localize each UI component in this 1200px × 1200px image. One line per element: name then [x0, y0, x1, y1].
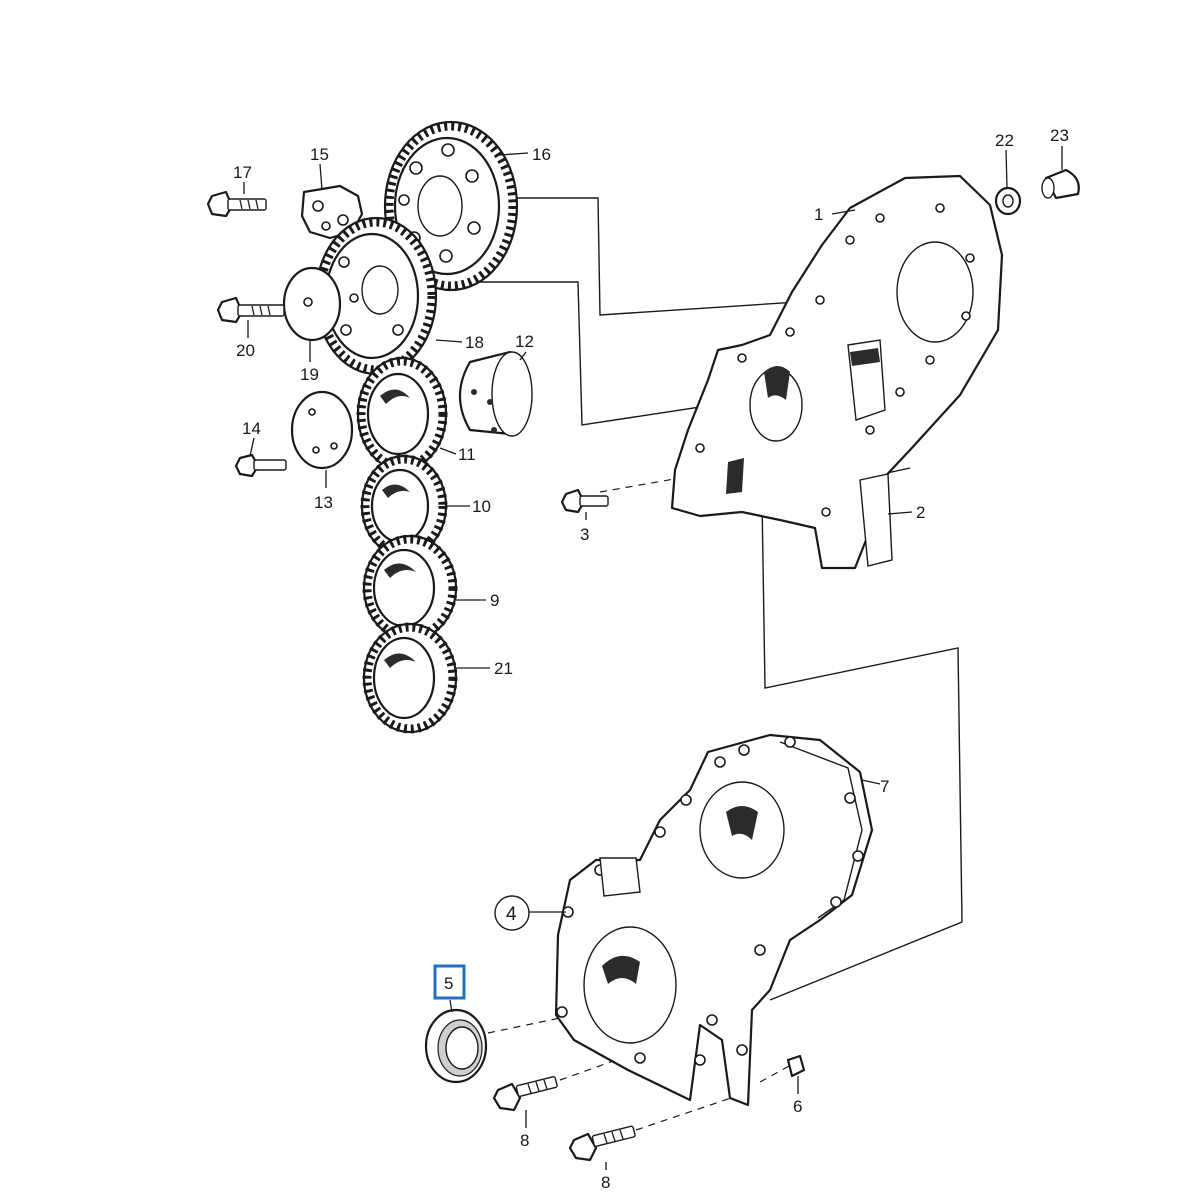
assembly-line-seal5 [487, 1017, 561, 1034]
plug-23 [1041, 168, 1080, 200]
bolt-3 [560, 488, 609, 514]
label-circle-part-4 [494, 895, 530, 931]
highlight-box-part-5 [433, 964, 466, 1000]
label-part-15: 15 [310, 145, 329, 164]
label-part-11: 11 [458, 445, 476, 464]
hub-12 [459, 350, 533, 437]
disc-19 [282, 266, 342, 342]
label-part-17: 17 [233, 163, 252, 182]
label-part-21: 21 [494, 659, 513, 678]
label-part-22: 22 [995, 131, 1014, 150]
label-part-13: 13 [314, 493, 333, 512]
label-part-14: 14 [242, 419, 261, 438]
label-part-9: 9 [490, 591, 499, 610]
gear-18 [314, 216, 438, 376]
label-part-20: 20 [236, 341, 255, 360]
plug-6 [786, 1054, 806, 1078]
label-part-4: 4 [506, 904, 517, 925]
label-part-1: 1 [814, 205, 823, 224]
part-labels: 17 15 16 22 23 1 20 19 18 12 14 11 13 10… [233, 126, 1069, 1192]
label-part-18: 18 [465, 333, 484, 352]
label-part-6: 6 [793, 1097, 802, 1116]
bolt-17 [206, 190, 267, 218]
gear-11 [356, 356, 448, 472]
label-part-12: 12 [515, 332, 534, 351]
bolt-14 [234, 453, 287, 478]
assembly-line-bolt3 [599, 477, 681, 493]
label-part-19: 19 [300, 365, 319, 384]
label-part-10: 10 [472, 497, 491, 516]
label-part-2: 2 [916, 503, 925, 522]
label-part-5: 5 [444, 974, 453, 993]
disc-13 [290, 390, 354, 470]
gear-21 [362, 622, 458, 734]
label-part-23: 23 [1050, 126, 1069, 145]
cover-4 [554, 733, 874, 1107]
label-part-8-upper: 8 [520, 1131, 529, 1150]
seal-5 [424, 1008, 488, 1084]
bolt-8-upper [492, 1076, 558, 1112]
label-part-16: 16 [532, 145, 551, 164]
bolt-8-lower [568, 1125, 636, 1162]
label-part-7: 7 [880, 777, 889, 796]
leader-lines [243, 146, 1063, 1170]
gear-16 [383, 120, 519, 292]
assembly-line-bolt8b [635, 1094, 741, 1131]
housing-1 [670, 174, 1004, 570]
gear-10 [360, 454, 448, 558]
label-part-3: 3 [580, 525, 589, 544]
washer-22 [994, 186, 1022, 216]
label-part-8-lower: 8 [601, 1173, 610, 1192]
bolt-20 [216, 296, 285, 324]
